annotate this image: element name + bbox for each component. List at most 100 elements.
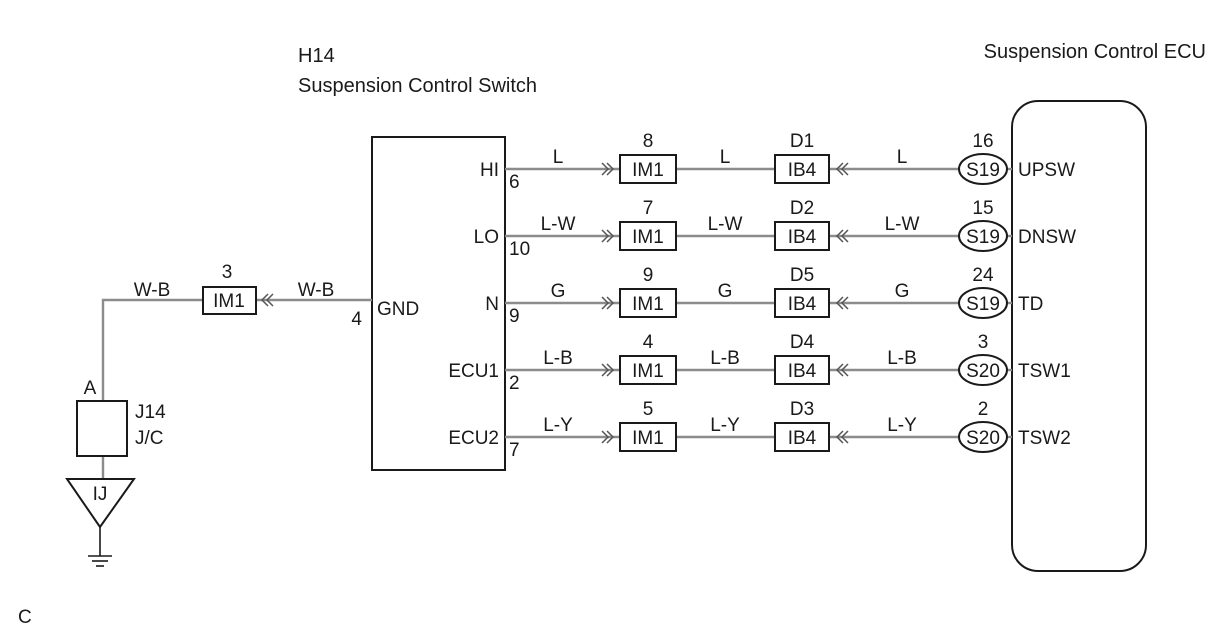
switch-terminal-label: N bbox=[485, 294, 499, 315]
ground-connector-label: IM1 bbox=[213, 291, 245, 312]
ecu-connector bbox=[958, 287, 1008, 319]
connector-mating-icon bbox=[601, 363, 610, 377]
ecu-connector-label: S19 bbox=[966, 294, 1000, 315]
inline-connector bbox=[619, 288, 677, 318]
ecu-terminal-label: TSW2 bbox=[1018, 428, 1071, 449]
connector-mating-icon bbox=[601, 229, 610, 243]
ground-connector bbox=[202, 286, 257, 315]
ecu-connector-label: S19 bbox=[966, 160, 1000, 181]
wire-color-label: G bbox=[718, 281, 733, 302]
inline-connector-pin: D1 bbox=[790, 131, 814, 152]
connector-mating-icon bbox=[840, 430, 849, 444]
ecu-terminal-label: TSW1 bbox=[1018, 361, 1071, 382]
wire-color-label: L bbox=[897, 147, 908, 168]
wire-color-label: L bbox=[720, 147, 731, 168]
wire-color-label: L bbox=[553, 147, 564, 168]
inline-connector bbox=[774, 221, 830, 251]
junction-connector bbox=[76, 400, 128, 457]
inline-connector-pin: 4 bbox=[643, 332, 654, 353]
inline-connector-pin: 9 bbox=[643, 265, 654, 286]
switch-gnd-pin: 4 bbox=[351, 309, 362, 330]
junction-type: J/C bbox=[135, 428, 164, 449]
inline-connector-label: IM1 bbox=[632, 160, 664, 181]
ecu-connector-pin: 24 bbox=[972, 265, 994, 286]
connector-mating-icon-2 bbox=[835, 430, 844, 444]
switch-code: H14 bbox=[298, 45, 335, 67]
ground-wire-left-color: W-B bbox=[134, 280, 171, 301]
switch-terminal-label: HI bbox=[480, 160, 499, 181]
footer-label: C bbox=[18, 607, 32, 628]
inline-connector-label: IB4 bbox=[788, 428, 817, 449]
ecu-connector bbox=[958, 421, 1008, 453]
inline-connector-pin: D3 bbox=[790, 399, 814, 420]
wire-color-label: G bbox=[551, 281, 566, 302]
connector-mating-icon-2 bbox=[606, 296, 615, 310]
ecu-connector-label: S19 bbox=[966, 227, 1000, 248]
junction-code: J14 bbox=[135, 402, 166, 423]
connector-mating-icon-2 bbox=[606, 363, 615, 377]
connector-mating-icon-2 bbox=[606, 229, 615, 243]
ground-circuit: W-B W-B 3 IM1 A J14 J/C IJ bbox=[65, 262, 372, 567]
switch-terminal-pin: 10 bbox=[509, 239, 530, 260]
ground-wire-right-color: W-B bbox=[298, 280, 335, 301]
ground-wire-left bbox=[101, 298, 203, 494]
inline-connector bbox=[619, 154, 677, 184]
wire-color-label: L-B bbox=[710, 348, 740, 369]
connector-mating-icon-2 bbox=[835, 162, 844, 176]
inline-connector-label: IB4 bbox=[788, 227, 817, 248]
ecu-connector-pin: 3 bbox=[978, 332, 989, 353]
ecu-connector-pin: 15 bbox=[972, 198, 993, 219]
ecu-connector bbox=[958, 153, 1008, 185]
wire-color-label: L-B bbox=[887, 348, 917, 369]
inline-connector bbox=[774, 422, 830, 452]
inline-connector bbox=[774, 154, 830, 184]
ground-point-label: IJ bbox=[93, 484, 108, 505]
connector-mating-icon bbox=[840, 363, 849, 377]
ground-point-icon bbox=[65, 478, 136, 529]
connector-mating-icon bbox=[601, 162, 610, 176]
inline-connector-pin: D5 bbox=[790, 265, 814, 286]
ecu-connector-pin: 16 bbox=[972, 131, 993, 152]
wire-color-label: L-W bbox=[541, 214, 576, 235]
inline-connector-label: IB4 bbox=[788, 361, 817, 382]
inline-connector-label: IM1 bbox=[632, 294, 664, 315]
inline-connector bbox=[774, 288, 830, 318]
inline-connector-pin: D4 bbox=[790, 332, 815, 353]
inline-connector-label: IM1 bbox=[632, 428, 664, 449]
inline-connector-pin: 8 bbox=[643, 131, 654, 152]
ecu-box bbox=[1011, 100, 1147, 572]
inline-connector-pin: D2 bbox=[790, 198, 814, 219]
wire-color-label: G bbox=[895, 281, 910, 302]
switch-terminal-label: ECU2 bbox=[448, 428, 499, 449]
wire-color-label: L-B bbox=[543, 348, 573, 369]
switch-title: Suspension Control Switch bbox=[298, 75, 537, 97]
ecu-terminal-label: UPSW bbox=[1018, 160, 1075, 181]
switch-box bbox=[371, 136, 506, 471]
connector-mating-icon bbox=[601, 296, 610, 310]
inline-connector bbox=[619, 355, 677, 385]
switch-terminal-pin: 6 bbox=[509, 172, 520, 193]
connector-mating-icon-2 bbox=[606, 430, 615, 444]
wire-color-label: L-Y bbox=[543, 415, 573, 436]
connector-mating-icon-2 bbox=[606, 162, 615, 176]
ecu-connector-label: S20 bbox=[966, 361, 1000, 382]
connector-mating-icon bbox=[601, 430, 610, 444]
switch-gnd-label: GND bbox=[377, 299, 419, 320]
connector-mating-icon bbox=[840, 296, 849, 310]
junction-pin: A bbox=[84, 378, 97, 399]
ground-connector-pin: 3 bbox=[222, 262, 233, 283]
switch-terminal-label: LO bbox=[474, 227, 499, 248]
ecu-connector-pin: 2 bbox=[978, 399, 989, 420]
inline-connector bbox=[619, 422, 677, 452]
switch-terminal-pin: 9 bbox=[509, 306, 520, 327]
connector-mating-icon-2 bbox=[835, 296, 844, 310]
switch-terminal-pin: 7 bbox=[509, 440, 520, 461]
connector-mating-icon bbox=[840, 162, 849, 176]
inline-connector bbox=[619, 221, 677, 251]
wire-color-label: L-W bbox=[708, 214, 743, 235]
ground-connector-mating-icon bbox=[260, 293, 269, 307]
inline-connector-pin: 5 bbox=[643, 399, 654, 420]
inline-connector-pin: 7 bbox=[643, 198, 654, 219]
